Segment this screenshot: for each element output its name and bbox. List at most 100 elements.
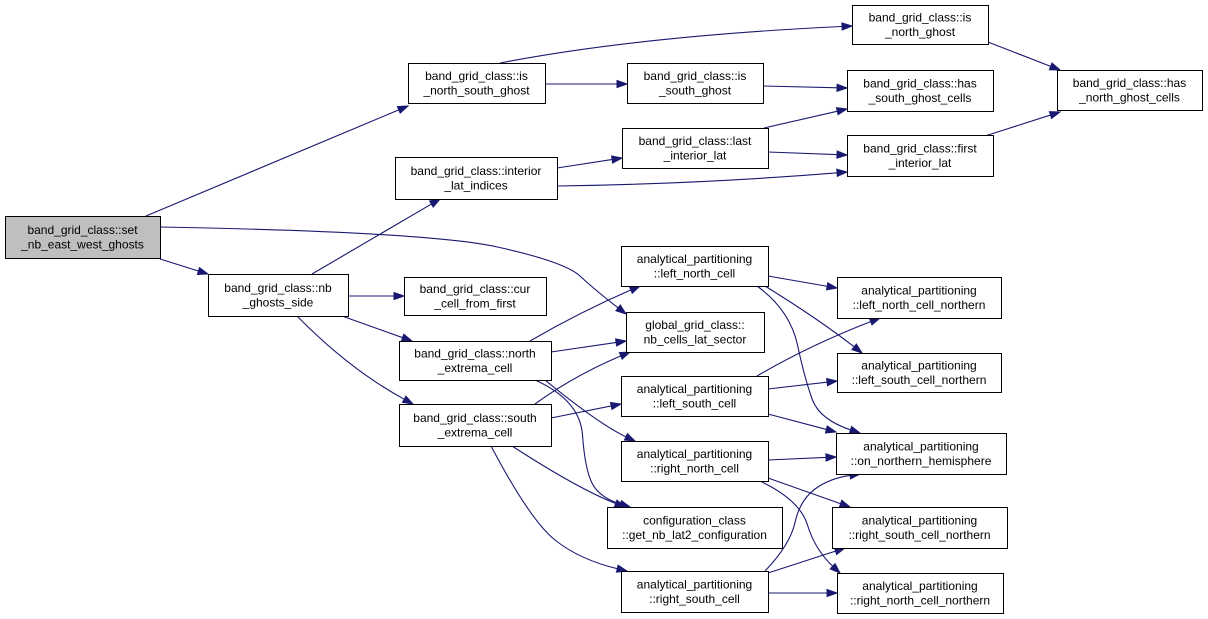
node-label-line: analytical_partitioning [637,382,752,396]
edge-line-south_extrema_cell-to-get_nb_lat2_configuration [511,445,618,505]
node-label-line: _cell_from_first [433,296,516,310]
node-label-line: analytical_partitioning [637,447,752,461]
edge-arrowhead-is_north_south_ghost-to-is_north_ghost [841,22,854,31]
edge-line-last_interior_lat-to-first_interior_lat [767,151,840,156]
edge-arrowhead-left_north_cell-to-left_north_cell_northern [825,281,839,291]
node-has-south-ghost-cells[interactable]: band_grid_class::has_south_ghost_cells [847,70,994,112]
edge-south_extrema_cell-to-nb_cells_lat_sector [534,351,632,405]
node-box [621,246,769,287]
node-label-line: band_grid_class::has [1073,76,1186,90]
edge-set_nb_east_west_ghosts-to-nb_ghosts_side [159,258,210,275]
node-label-line: _north_ghost [884,25,956,39]
node-get-nb-lat2-configuration[interactable]: configuration_class::get_nb_lat2_configu… [607,507,783,549]
edge-line-left_north_cell-to-on_northern_hemisphere [756,285,853,432]
node-box [852,5,989,45]
node-left-south-cell-northern[interactable]: analytical_partitioning::left_south_cell… [837,353,1002,393]
edge-arrowhead-right_south_cell-to-right_north_cell_northern [826,588,839,598]
node-box [832,507,1008,549]
edge-line-right_north_cell-to-right_north_cell_northern [759,480,835,568]
edge-arrowhead-south_extrema_cell-to-get_nb_lat2_configuration [613,499,627,508]
node-label-line: band_grid_class::south [413,411,536,425]
node-label-line: ::right_south_cell [649,592,740,606]
edge-line-south_extrema_cell-to-nb_cells_lat_sector [534,354,623,405]
node-is-south-ghost[interactable]: band_grid_class::is_south_ghost [627,63,764,104]
node-has-north-ghost-cells[interactable]: band_grid_class::has_north_ghost_cells [1057,70,1203,111]
edge-first_interior_lat-to-has_north_ghost_cells [984,111,1062,137]
edge-arrowhead-left_south_cell-to-left_south_cell_northern [826,377,839,387]
node-box [621,441,769,482]
node-box [836,433,1007,475]
node-box [5,216,161,259]
edge-is_north_south_ghost-to-is_north_ghost [499,22,854,64]
edge-nb_ghosts_side-to-south_extrema_cell [296,315,415,405]
node-north-extrema-cell[interactable]: band_grid_class::north_extrema_cell [399,341,552,381]
edge-set_nb_east_west_ghosts-to-is_north_south_ghost [145,105,410,217]
edge-line-nb_ghosts_side-to-north_extrema_cell [341,315,405,339]
node-label-line: analytical_partitioning [863,439,978,453]
node-is-north-south-ghost[interactable]: band_grid_class::is_north_south_ghost [408,63,546,104]
edge-south_extrema_cell-to-right_south_cell [490,445,629,573]
node-right-north-cell[interactable]: analytical_partitioning::right_north_cel… [621,441,769,482]
node-first-interior-lat[interactable]: band_grid_class::first_interior_lat [847,135,994,177]
node-on-northern-hemisphere[interactable]: analytical_partitioning::on_northern_hem… [836,433,1007,475]
nodes-layer: band_grid_class::set_nb_east_west_ghosts… [5,5,1203,614]
node-label-line: band_grid_class::last [639,134,752,148]
node-label-line: _extrema_cell [437,425,513,439]
node-box [621,571,769,613]
edge-arrowhead-north_extrema_cell-to-left_north_cell [628,285,642,295]
node-south-extrema-cell[interactable]: band_grid_class::south_extrema_cell [399,404,552,447]
edge-arrowhead-first_interior_lat-to-has_north_ghost_cells [1048,111,1062,120]
edge-line-is_north_south_ghost-to-is_north_ghost [499,25,845,64]
edge-set_nb_east_west_ghosts-to-nb_cells_lat_sector [159,226,628,315]
node-left-north-cell[interactable]: analytical_partitioning::left_north_cell [621,246,769,287]
edge-line-interior_lat_indices-to-first_interior_lat [556,172,840,187]
edge-arrowhead-right_north_cell-to-right_north_cell_northern [829,562,842,574]
node-label-line: _north_south_ghost [422,83,530,97]
node-nb-ghosts-side[interactable]: band_grid_class::nb_ghosts_side [208,274,349,317]
edge-arrowhead-set_nb_east_west_ghosts-to-nb_ghosts_side [196,266,210,275]
node-nb-cells-lat-sector[interactable]: global_grid_class::nb_cells_lat_sector [626,312,765,353]
edge-arrowhead-set_nb_east_west_ghosts-to-nb_cells_lat_sector [615,304,628,315]
node-right-north-cell-northern[interactable]: analytical_partitioning::right_north_cel… [837,573,1004,614]
node-label-line: _ghosts_side [242,295,314,309]
edge-line-first_interior_lat-to-has_north_ghost_cells [984,113,1053,137]
node-box [621,376,769,417]
node-label-line: analytical_partitioning [861,283,976,297]
edge-line-left_south_cell-to-on_northern_hemisphere [767,413,829,431]
edge-line-right_south_cell-to-right_south_cell_northern [767,549,838,574]
node-label-line: global_grid_class:: [645,318,744,332]
node-label-line: band_grid_class::cur [420,282,531,296]
edge-line-right_north_cell-to-right_south_cell_northern [767,477,843,505]
edge-arrowhead-interior_lat_indices-to-last_interior_lat [610,155,624,164]
edge-line-north_extrema_cell-to-get_nb_lat2_configuration [534,379,623,506]
node-cur-cell-from-first[interactable]: band_grid_class::cur_cell_from_first [404,277,547,316]
edge-arrowhead-nb_ghosts_side-to-south_extrema_cell [401,395,415,405]
node-box [1057,70,1203,111]
node-set-nb-east-west-ghosts[interactable]: band_grid_class::set_nb_east_west_ghosts [5,216,161,259]
node-right-south-cell[interactable]: analytical_partitioning::right_south_cel… [621,571,769,613]
edge-north_extrema_cell-to-nb_cells_lat_sector [550,338,628,353]
node-interior-lat-indices[interactable]: band_grid_class::interior_lat_indices [395,157,558,200]
node-box [408,63,546,104]
edge-arrowhead-north_extrema_cell-to-nb_cells_lat_sector [614,338,628,347]
node-last-interior-lat[interactable]: band_grid_class::last_interior_lat [622,128,769,169]
edge-line-left_south_cell-to-left_north_cell_northern [756,320,873,377]
node-label-line: _interior_lat [888,156,952,170]
edge-line-south_extrema_cell-to-right_south_cell [490,445,620,570]
edge-south_extrema_cell-to-get_nb_lat2_configuration [511,445,627,508]
node-right-south-cell-northern[interactable]: analytical_partitioning::right_south_cel… [832,507,1008,549]
edge-is_south_ghost-to-has_south_ghost_cells [762,83,849,93]
edge-arrowhead-is_south_ghost-to-has_south_ghost_cells [836,83,849,93]
edge-arrowhead-set_nb_east_west_ghosts-to-is_north_south_ghost [396,105,410,115]
node-left-north-cell-northern[interactable]: analytical_partitioning::left_north_cell… [837,277,1002,319]
edge-right_north_cell-to-on_northern_hemisphere [767,453,838,462]
edge-left_north_cell-to-left_south_cell_northern [764,285,864,354]
node-left-south-cell[interactable]: analytical_partitioning::left_south_cell [621,376,769,417]
node-is-north-ghost[interactable]: band_grid_class::is_north_ghost [852,5,989,45]
node-label-line: ::right_south_cell_northern [848,528,990,542]
node-label-line: ::left_south_cell [653,396,736,410]
node-label-line: analytical_partitioning [637,252,752,266]
edge-is_north_south_ghost-to-is_south_ghost [545,79,629,89]
edge-arrowhead-left_north_cell-to-left_south_cell_northern [851,343,864,354]
edge-line-last_interior_lat-to-has_south_ghost_cells [763,110,840,129]
